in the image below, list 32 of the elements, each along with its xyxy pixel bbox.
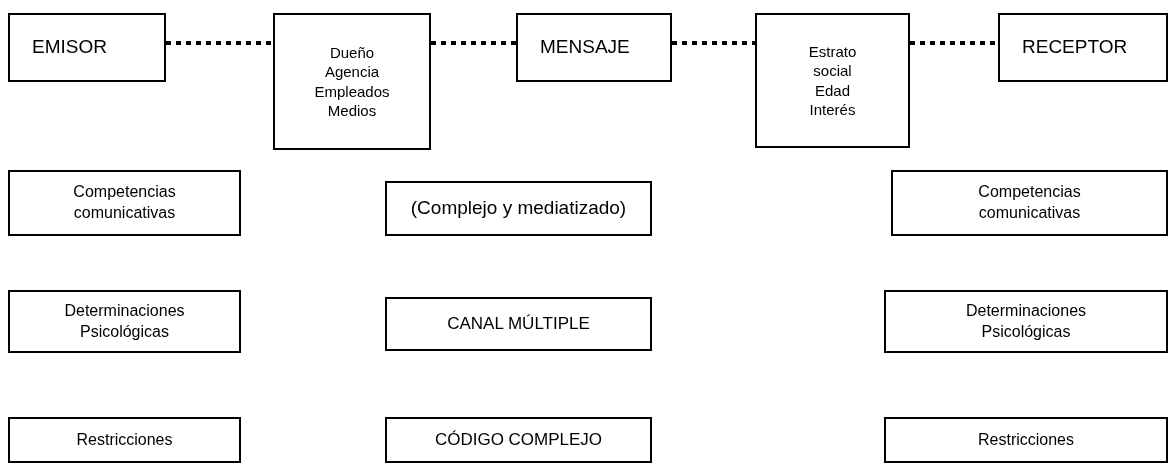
box-text: EMISOR [32, 35, 107, 60]
text-box [8, 13, 166, 82]
text-box [516, 13, 672, 82]
dotted-connector [166, 41, 273, 45]
box-text: (Complejo y mediatizado) [410, 196, 627, 221]
text-box [884, 417, 1168, 463]
box-text: Restricciones [978, 429, 1074, 450]
text-box [8, 417, 241, 463]
box-text: CANAL MÚLTIPLE [447, 312, 590, 335]
text-box [8, 170, 241, 236]
dotted-connector [910, 41, 998, 45]
text-box [998, 13, 1168, 82]
text-box [891, 170, 1168, 236]
box-text: Determinaciones Psicológicas [63, 300, 186, 342]
text-box [884, 290, 1168, 353]
box-text: Estrato social Edad Interés [807, 41, 858, 120]
text-box [755, 13, 910, 148]
dotted-connector [672, 41, 755, 45]
text-box [273, 13, 431, 150]
box-text: MENSAJE [540, 35, 630, 60]
box-text: CÓDIGO COMPLEJO [434, 428, 603, 451]
text-box [8, 290, 241, 353]
box-text: RECEPTOR [1022, 35, 1128, 60]
box-text: Dueño Agencia Empleados Medios [313, 42, 391, 121]
dotted-connector [431, 41, 516, 45]
text-box [385, 297, 652, 351]
box-text: Competencias comunicativas [72, 182, 177, 223]
text-box [385, 417, 652, 463]
box-text: Determinaciones Psicológicas [964, 300, 1088, 342]
box-text: Restricciones [76, 429, 173, 450]
text-box [385, 181, 652, 236]
box-text: Competencias comunicativas [977, 182, 1082, 223]
